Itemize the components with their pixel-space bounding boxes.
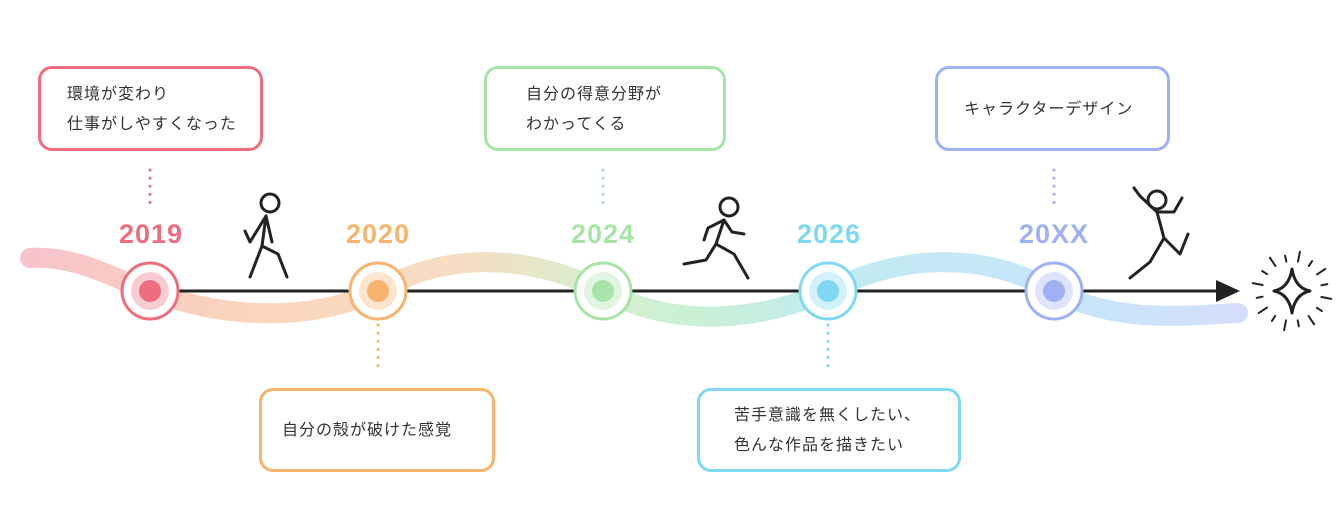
- milestone-node: [1024, 261, 1084, 321]
- sparkle-goal-icon: [1251, 250, 1333, 332]
- milestone-node: [798, 261, 858, 321]
- sparkle-ray: [1255, 295, 1264, 299]
- sparkle-ray: [1315, 306, 1323, 313]
- milestone-box-2026: 苦手意識を無くしたい、 色んな作品を描きたい: [697, 388, 961, 472]
- sparkle-ray: [1297, 250, 1301, 263]
- box-line: 色んな作品を描きたい: [734, 435, 905, 454]
- year-label-20xx: 20XX: [1018, 219, 1090, 249]
- box-line: 環境が変わり: [67, 83, 170, 103]
- sparkle-ray: [1261, 269, 1269, 276]
- sparkle-ray: [1270, 314, 1277, 322]
- milestone-nodes: [120, 261, 1084, 321]
- milestone-node: [348, 261, 408, 321]
- year-label-2024: 2024: [570, 219, 636, 249]
- milestone-node: [120, 261, 180, 321]
- box-line: キャラクターデザイン: [964, 98, 1134, 118]
- connectors: [148, 168, 1056, 374]
- milestone-box-2019: 環境が変わり 仕事がしやすくなった: [38, 66, 263, 151]
- milestone-box-20xx: キャラクターデザイン: [935, 66, 1170, 151]
- node-dot: [139, 280, 161, 302]
- sparkle-ray: [1316, 267, 1327, 276]
- node-dot: [592, 280, 614, 302]
- walking-figure-icon: [243, 192, 289, 279]
- year-label-2026: 2026: [796, 219, 862, 249]
- sparkle-ray: [1284, 254, 1288, 263]
- year-label-2019: 2019: [118, 219, 184, 249]
- box-line: 自分の得意分野が: [526, 83, 663, 103]
- sparkle-ray: [1296, 319, 1300, 328]
- node-dot: [817, 280, 839, 302]
- arrow-head-icon: [1216, 280, 1240, 302]
- sparkle-ray: [1320, 283, 1329, 287]
- sparkle-ray: [1283, 319, 1287, 332]
- sparkle-ray: [1251, 282, 1264, 286]
- jumping-figure-icon: [1128, 186, 1190, 280]
- sparkle-ray: [1268, 256, 1277, 267]
- box-line: わかってくる: [526, 113, 627, 133]
- milestone-box-2020: 自分の殻が破けた感覚: [259, 388, 495, 472]
- milestone-node: [573, 261, 633, 321]
- box-line: 仕事がしやすくなった: [67, 113, 237, 133]
- sparkle-ray: [1307, 260, 1314, 268]
- year-label-2020: 2020: [345, 219, 411, 249]
- node-dot: [1043, 280, 1065, 302]
- running-figure-icon: [682, 196, 750, 280]
- box-line: 苦手意識を無くしたい、: [734, 405, 922, 424]
- node-dot: [367, 280, 389, 302]
- sparkle-ray: [1307, 315, 1316, 326]
- milestone-box-2024: 自分の得意分野が わかってくる: [484, 66, 726, 151]
- box-line: 自分の殻が破けた感覚: [282, 420, 453, 439]
- sparkle-ray: [1320, 296, 1333, 300]
- sparkle-ray: [1257, 306, 1268, 315]
